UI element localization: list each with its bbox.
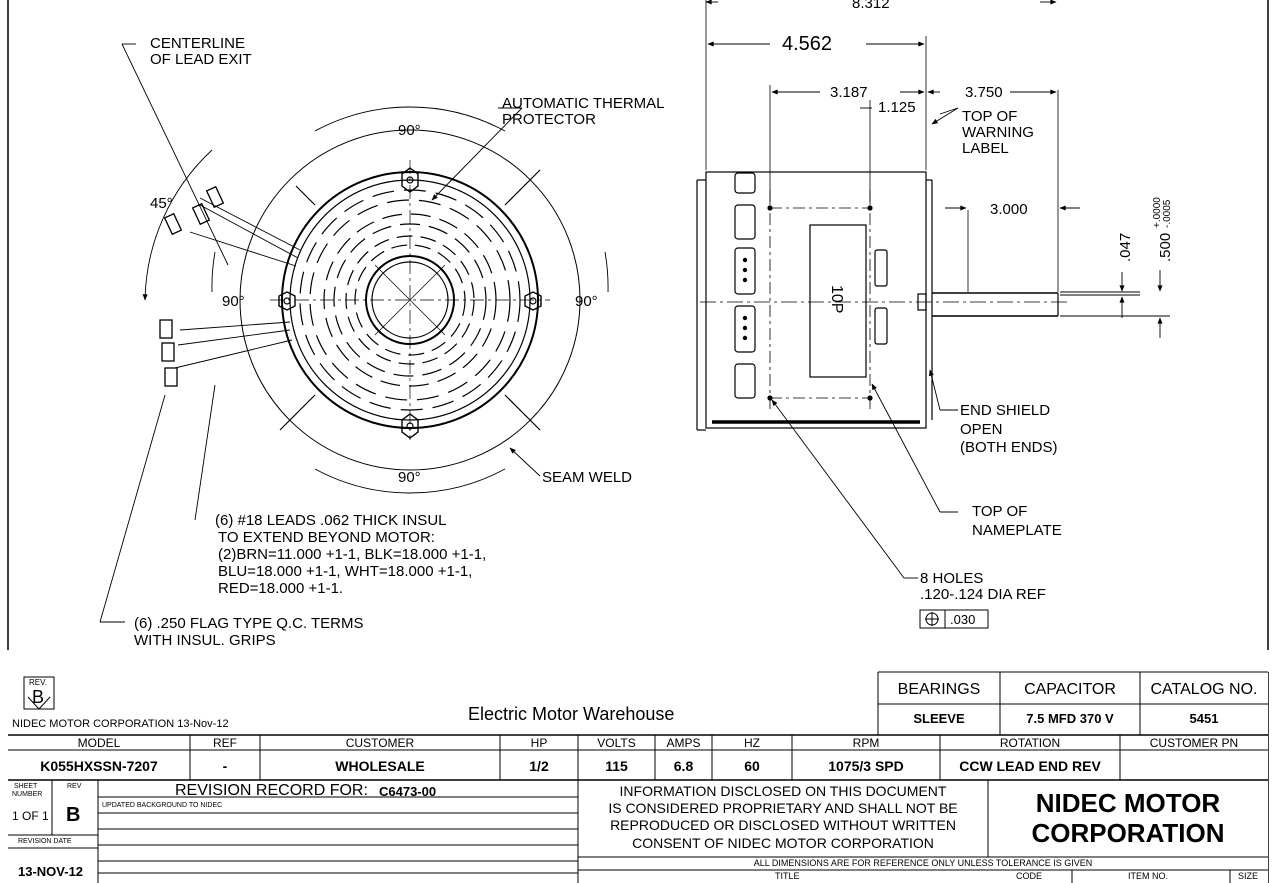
dim-tol-plus: +.0000 bbox=[1152, 197, 1163, 228]
hdr-catalog: CATALOG NO. bbox=[1150, 681, 1258, 698]
revision-note: UPDATED BACKGROUND TO NIDEC bbox=[102, 802, 223, 809]
footer-size: SIZE bbox=[1238, 871, 1259, 881]
dim-3750: 3.750 bbox=[965, 84, 1003, 101]
note-leads-2: TO EXTEND BEYOND MOTOR: bbox=[218, 529, 435, 546]
proprietary-line-4: CONSENT OF NIDEC MOTOR CORPORATION bbox=[632, 835, 934, 851]
hdr-rpm: RPM bbox=[852, 736, 880, 750]
hdr-ref: REF bbox=[213, 736, 237, 750]
note-centerline-2: OF LEAD EXIT bbox=[150, 51, 252, 68]
note-warning-3: LABEL bbox=[962, 140, 1009, 157]
note-holes-2: .120-.124 DIA REF bbox=[920, 586, 1046, 603]
note-leads-5: RED=18.000 +1-1. bbox=[218, 580, 343, 597]
val-hp: 1/2 bbox=[529, 758, 549, 774]
hdr-rotation: ROTATION bbox=[999, 736, 1061, 750]
note-endshield-1: END SHIELD bbox=[960, 402, 1050, 419]
val-rotation: CCW LEAD END REV bbox=[959, 758, 1101, 774]
hdr-hp: HP bbox=[530, 736, 548, 750]
title-block bbox=[0, 671, 1268, 883]
val-hz: 60 bbox=[744, 758, 760, 774]
val-ref: - bbox=[222, 758, 228, 774]
sheet-label-1: SHEET bbox=[14, 783, 38, 790]
note-leads-1: (6) #18 LEADS .062 THICK INSUL bbox=[215, 512, 447, 529]
revision-record-label: REVISION RECORD FOR: bbox=[175, 782, 368, 799]
note-leads-4: BLU=18.000 +1-1, WHT=18.000 +1-1, bbox=[218, 563, 472, 580]
nameplate-mark: 10P bbox=[828, 285, 845, 313]
val-customer: WHOLESALE bbox=[335, 758, 425, 774]
dim-shaft: .500 bbox=[1157, 233, 1174, 262]
proprietary-line-3: REPRODUCED OR DISCLOSED WITHOUT WRITTEN bbox=[610, 817, 956, 833]
note-thermal-1: AUTOMATIC THERMAL bbox=[502, 95, 665, 112]
company-date: NIDEC MOTOR CORPORATION 13-Nov-12 bbox=[12, 718, 229, 730]
note-nameplate-1: TOP OF bbox=[972, 503, 1027, 520]
warehouse-name: Electric Motor Warehouse bbox=[468, 704, 675, 724]
hdr-model: MODEL bbox=[77, 736, 121, 750]
val-volts: 115 bbox=[605, 758, 628, 774]
dim-3187: 3.187 bbox=[830, 84, 868, 101]
val-capacitor: 7.5 MFD 370 V bbox=[1026, 711, 1114, 726]
footer-title: TITLE bbox=[775, 871, 800, 881]
val-bearings: SLEEVE bbox=[913, 711, 965, 726]
proprietary-line-2: IS CONSIDERED PROPRIETARY AND SHALL NOT … bbox=[608, 800, 958, 816]
hdr-volts: VOLTS bbox=[597, 736, 636, 750]
hole-tolerance-frame bbox=[919, 609, 989, 629]
hdr-hz: HZ bbox=[744, 736, 760, 750]
note-nameplate-2: NAMEPLATE bbox=[972, 522, 1062, 539]
hdr-capacitor: CAPACITOR bbox=[1024, 681, 1116, 698]
dim-1125: 1.125 bbox=[878, 99, 916, 116]
hdr-customer-pn: CUSTOMER PN bbox=[1149, 736, 1239, 750]
revision-date: 13-NOV-12 bbox=[18, 864, 84, 879]
sheet-number: 1 OF 1 bbox=[12, 809, 49, 823]
revision-date-label: REVISION DATE bbox=[18, 838, 72, 845]
val-rpm: 1075/3 SPD bbox=[828, 758, 904, 774]
dimensions-note: ALL DIMENSIONS ARE FOR REFERENCE ONLY UN… bbox=[753, 858, 1093, 868]
dim-047: .047 bbox=[1117, 233, 1134, 262]
note-terms-2: WITH INSUL. GRIPS bbox=[134, 632, 276, 649]
note-thermal-2: PROTECTOR bbox=[502, 111, 596, 128]
note-endshield-3: (BOTH ENDS) bbox=[960, 439, 1058, 456]
angle-lead: 45° bbox=[150, 195, 173, 212]
angle-top: 90° bbox=[398, 122, 421, 139]
end-view bbox=[159, 129, 581, 471]
note-seam: SEAM WELD bbox=[542, 469, 632, 486]
dim-overall: 8.312 bbox=[852, 0, 890, 12]
footer-code: CODE bbox=[1016, 871, 1043, 881]
dim-3000: 3.000 bbox=[990, 201, 1028, 218]
rev-col-label: REV bbox=[67, 783, 82, 790]
note-warning-1: TOP OF bbox=[962, 108, 1017, 125]
val-model: K055HXSSN-7207 bbox=[40, 758, 158, 774]
note-holes-tol: .030 bbox=[950, 612, 975, 627]
note-holes-1: 8 HOLES bbox=[920, 570, 983, 587]
sheet-label-2: NUMBER bbox=[12, 791, 43, 798]
val-amps: 6.8 bbox=[673, 758, 694, 774]
note-endshield-2: OPEN bbox=[960, 421, 1003, 438]
angle-right: 90° bbox=[575, 293, 598, 310]
footer-item-no: ITEM NO. bbox=[1128, 871, 1168, 881]
rev-letter: B bbox=[32, 687, 45, 707]
side-view bbox=[696, 0, 1070, 431]
company-logo-line-2: CORPORATION bbox=[1031, 818, 1225, 848]
angle-bottom: 90° bbox=[398, 469, 421, 486]
note-warning-2: WARNING bbox=[962, 124, 1034, 141]
hdr-bearings: BEARINGS bbox=[897, 681, 981, 698]
proprietary-line-1: INFORMATION DISCLOSED ON THIS DOCUMENT bbox=[619, 783, 947, 799]
dim-4562: 4.562 bbox=[782, 33, 832, 55]
dim-tol-minus: -.0005 bbox=[1162, 199, 1173, 228]
note-centerline-1: CENTERLINE bbox=[150, 35, 245, 52]
val-catalog: 5451 bbox=[1189, 711, 1219, 726]
rev-label: REV. bbox=[29, 678, 47, 687]
hdr-amps: AMPS bbox=[666, 736, 701, 750]
company-logo-line-1: NIDEC MOTOR bbox=[1035, 788, 1221, 818]
note-terms-1: (6) .250 FLAG TYPE Q.C. TERMS bbox=[134, 615, 364, 632]
angle-left: 90° bbox=[222, 293, 245, 310]
revision-record-id: C6473-00 bbox=[379, 784, 437, 799]
note-leads-3: (2)BRN=11.000 +1-1, BLK=18.000 +1-1, bbox=[218, 546, 486, 563]
rev-col-value: B bbox=[66, 804, 81, 826]
hdr-customer: CUSTOMER bbox=[345, 736, 415, 750]
